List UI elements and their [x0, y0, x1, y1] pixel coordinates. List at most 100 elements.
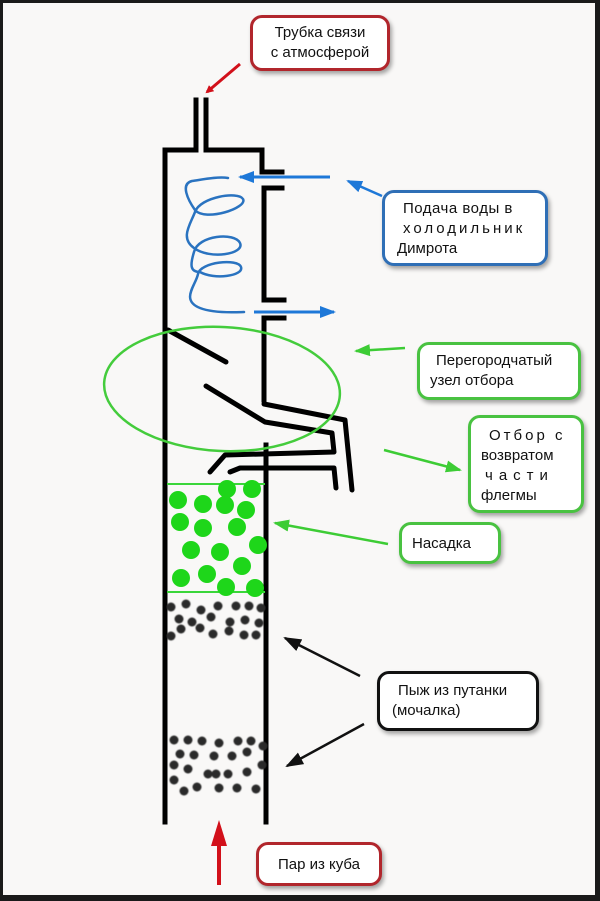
mesh-dot: [233, 736, 243, 746]
mesh-dot: [181, 599, 191, 609]
mesh-dot: [195, 623, 205, 633]
callout-text-line: Димрота: [397, 240, 458, 257]
callout-partition-unit: Перегородчатый узел отбора: [417, 342, 581, 400]
mesh-dot: [211, 769, 221, 779]
callout-text-line: Подача воды в: [403, 200, 513, 217]
mesh-dot: [224, 626, 234, 636]
packing-ball: [194, 519, 212, 537]
callout-text-line: холодильник: [403, 220, 526, 237]
partition-unit-pointer-arrow: [354, 344, 406, 357]
upper-plug-pointer-arrow: [283, 636, 361, 678]
mesh-dot: [223, 769, 233, 779]
mesh-dot: [256, 603, 266, 613]
mesh-dot: [254, 618, 264, 628]
callout-text-line: (мочалка): [392, 702, 461, 719]
packing-ball: [237, 501, 255, 519]
callout-text-line: Трубка связи: [274, 24, 366, 41]
mesh-dot: [192, 782, 202, 792]
dimroth-coil: [184, 176, 246, 314]
mesh-dot: [251, 784, 261, 794]
callout-text-line: Отбор с: [489, 427, 566, 444]
callout-scrubber-plug: Пыж из путанки (мочалка): [377, 671, 539, 731]
mesh-dot: [189, 750, 199, 760]
lower-plug-pointer-arrow: [285, 722, 365, 768]
mesh-dot: [209, 751, 219, 761]
water-supply-pointer-arrow: [346, 179, 383, 198]
mesh-dot: [169, 775, 179, 785]
callout-text-line: возвратом: [481, 447, 554, 464]
mesh-dot: [187, 617, 197, 627]
packing-ball: [198, 565, 216, 583]
mesh-dot: [196, 605, 206, 615]
mesh-dot: [213, 601, 223, 611]
packing-ball: [243, 480, 261, 498]
baffle-upper: [165, 327, 229, 365]
mesh-dot: [174, 614, 184, 624]
mesh-dot: [257, 760, 267, 770]
mesh-dot: [208, 629, 218, 639]
steam-arrow: [211, 820, 227, 885]
mesh-dot: [175, 749, 185, 759]
packing-zone: [167, 480, 267, 597]
mesh-dot: [166, 631, 176, 641]
callout-atmosphere-tube: Трубка связи с атмосферой: [250, 15, 390, 71]
mesh-dot: [197, 736, 207, 746]
callout-text-line: Насадка: [412, 535, 472, 552]
callout-water-supply: Подача воды в холодильник Димрота: [382, 190, 548, 266]
mesh-dot: [169, 760, 179, 770]
mesh-dot: [239, 630, 249, 640]
baffle-lower: [203, 383, 337, 475]
column-walls: [162, 97, 287, 825]
mesh-dot: [206, 612, 216, 622]
callout-text-line: флегмы: [481, 487, 537, 504]
mesh-dot: [242, 747, 252, 757]
mesh-dot: [183, 764, 193, 774]
top-cap: [162, 97, 285, 175]
callout-text-line: части: [485, 467, 554, 484]
packing-ball: [211, 543, 229, 561]
packing-ball: [218, 480, 236, 498]
packing-ball: [194, 495, 212, 513]
packing-ball: [182, 541, 200, 559]
packing-ball: [249, 536, 267, 554]
mesh-dot: [203, 769, 213, 779]
packing-ball: [233, 557, 251, 575]
mesh-dot: [166, 602, 176, 612]
mesh-dot: [176, 624, 186, 634]
mesh-dot: [258, 741, 268, 751]
mesh-dot: [227, 751, 237, 761]
callout-text-line: узел отбора: [430, 372, 514, 389]
takeoff-pipe-inner: [227, 465, 339, 491]
mesh-dot: [169, 735, 179, 745]
callout-text-line: Перегородчатый: [436, 352, 553, 369]
mesh-dot: [214, 738, 224, 748]
callout-steam-from-boiler: Пар из куба: [256, 842, 382, 886]
callout-text-line: Пыж из путанки: [398, 682, 508, 699]
mesh-dot: [231, 601, 241, 611]
packing-ball: [228, 518, 246, 536]
mesh-dot: [225, 617, 235, 627]
mesh-dot: [251, 630, 261, 640]
takeoff-unit-highlight-ellipse: [102, 325, 342, 453]
mesh-dot: [242, 767, 252, 777]
packing-ball: [216, 496, 234, 514]
callout-text-line: с атмосферой: [270, 44, 370, 61]
atmosphere-pointer-arrow: [205, 62, 241, 94]
mesh-dot: [183, 735, 193, 745]
mesh-dot: [232, 783, 242, 793]
callout-reflux-takeoff: Отбор с возвратом части флегмы: [468, 415, 584, 513]
packing-ball: [172, 569, 190, 587]
condenser-jacket: [261, 185, 287, 303]
packing-ball: [169, 491, 187, 509]
mesh-plug-upper: [166, 599, 266, 641]
mesh-dot: [179, 786, 189, 796]
reflux-takeoff-pointer-arrow: [383, 448, 462, 473]
mesh-dot: [240, 615, 250, 625]
packing-ball: [246, 579, 264, 597]
mesh-dot: [214, 783, 224, 793]
packing-pointer-arrow: [273, 519, 389, 546]
takeoff-pipe-outer: [261, 401, 355, 493]
right-wall-upper: [261, 315, 287, 403]
mesh-dot: [246, 736, 256, 746]
